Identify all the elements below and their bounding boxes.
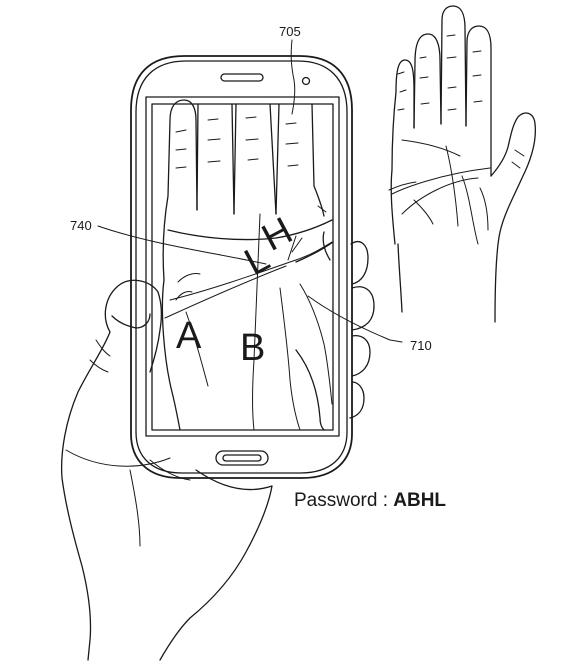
password-readout: Password : ABHL (294, 490, 446, 512)
reference-label-710: 710 (410, 338, 432, 353)
palm-image-on-screen (161, 99, 334, 431)
reference-label-705: 705 (279, 24, 301, 39)
palm-letters: A B H L (176, 210, 299, 369)
password-value: ABHL (393, 490, 447, 511)
holding-hand-illustration (60, 241, 375, 661)
screen-letter-b: B (240, 327, 265, 369)
raised-hand-illustration (388, 5, 536, 323)
reference-label-740: 740 (70, 218, 92, 233)
reference-leaders (97, 39, 403, 343)
smartphone-body (130, 55, 353, 479)
phone-screen (145, 96, 340, 437)
earpiece-speaker (220, 73, 264, 82)
leader-740 (97, 225, 267, 265)
screen-letter-a: A (176, 315, 202, 357)
leader-705 (290, 39, 296, 115)
password-separator: : (382, 490, 388, 511)
home-button[interactable] (215, 450, 269, 466)
front-camera (301, 76, 311, 86)
leader-710 (307, 295, 403, 343)
camera-preview (151, 103, 334, 431)
password-label: Password (294, 490, 378, 511)
